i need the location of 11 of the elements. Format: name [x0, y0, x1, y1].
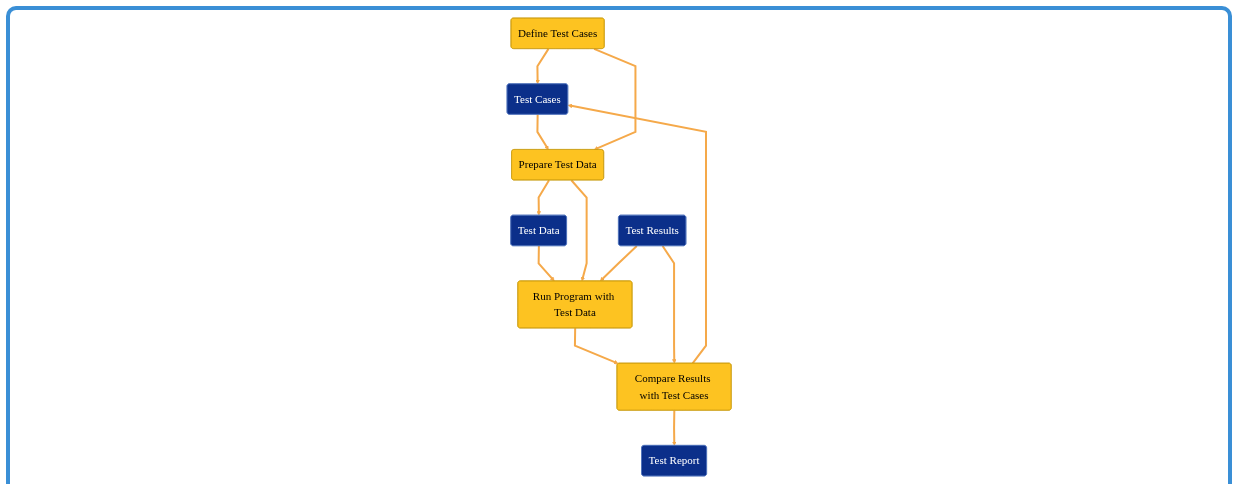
arrow — [536, 114, 549, 150]
arrow — [535, 48, 550, 85]
arrow — [537, 245, 555, 282]
arrow — [536, 179, 550, 216]
arrow — [567, 103, 707, 364]
arrow — [599, 245, 638, 282]
arrow — [570, 179, 588, 282]
arrow — [573, 328, 619, 365]
arrow — [593, 47, 637, 151]
arrow — [661, 245, 677, 364]
arrow — [671, 410, 677, 446]
